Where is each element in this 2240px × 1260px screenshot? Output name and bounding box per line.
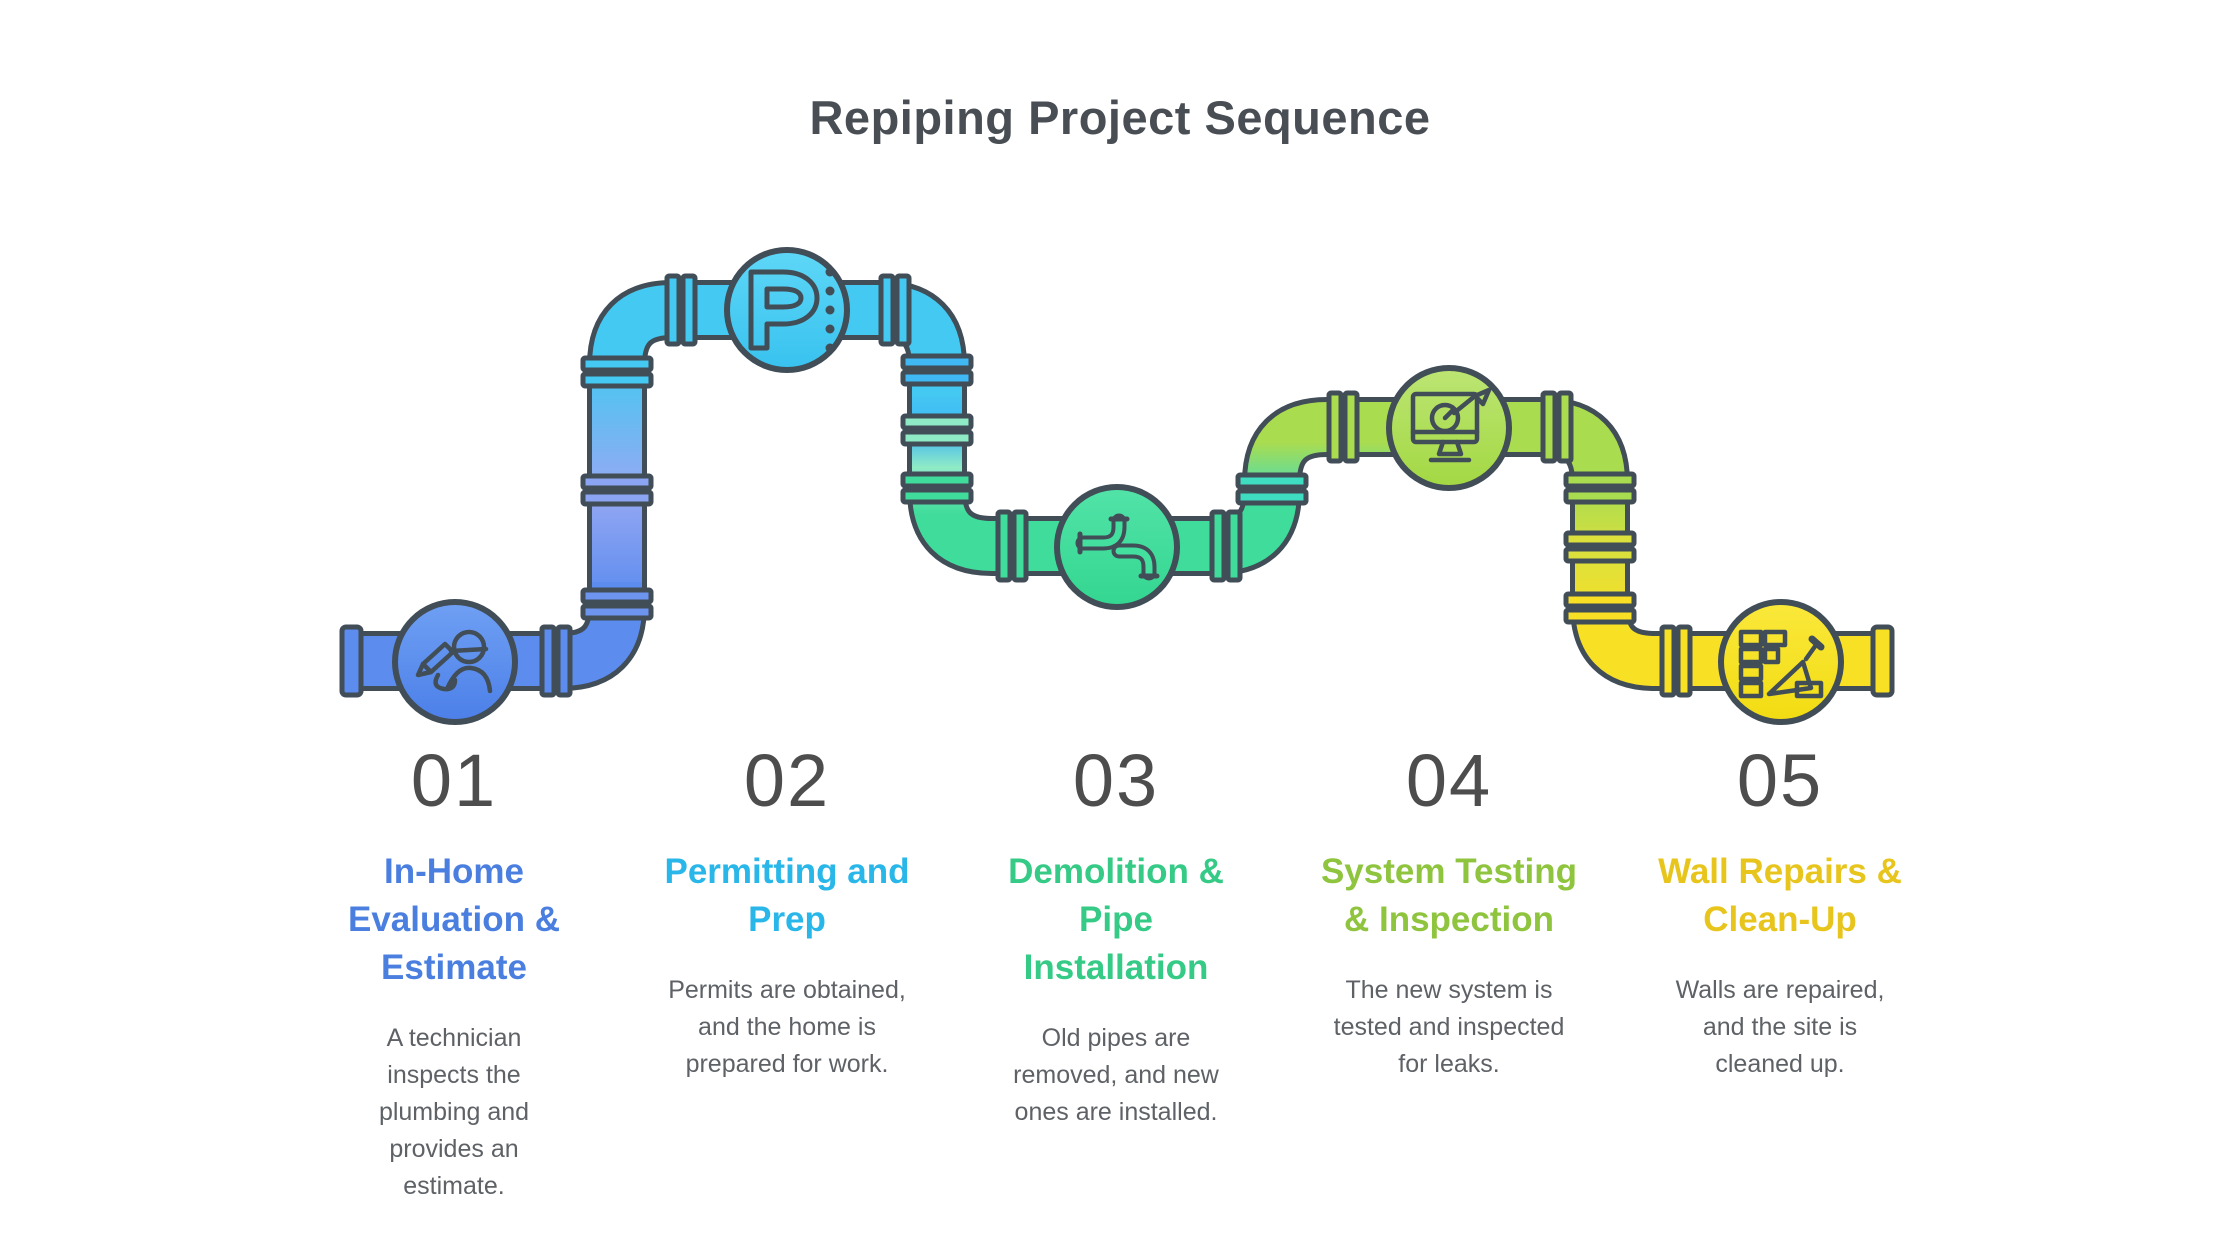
step-description: Permits are obtained, and the home is pr…	[668, 976, 906, 1078]
step-3-node	[1054, 484, 1180, 610]
step-5-node	[1718, 599, 1844, 725]
step-description: A technician inspects the plumbing and p…	[378, 1024, 530, 1200]
step-heading: In-Home Evaluation & Estimate	[348, 852, 560, 987]
step-number: 02	[743, 739, 831, 822]
page-title: Repiping Project Sequence	[809, 91, 1431, 144]
step-number: 04	[1405, 739, 1493, 822]
permit-icon	[748, 267, 835, 353]
step-description: Walls are repaired, and the site is clea…	[1675, 976, 1885, 1078]
step-description: The new system is tested and inspected f…	[1333, 976, 1565, 1078]
step-heading: Wall Repairs & Clean-Up	[1658, 852, 1902, 939]
step-number: 01	[410, 739, 498, 822]
wall-repair-icon	[1738, 629, 1825, 699]
pipe-end-flange	[1870, 624, 1895, 698]
step-2-column: 02 Permitting and Prep Permits are obtai…	[647, 742, 927, 1083]
step-heading: Demolition & Pipe Installation	[1008, 852, 1224, 987]
pipe-couplings	[539, 273, 1693, 698]
step-heading: Permitting and Prep	[664, 852, 910, 939]
step-number: 05	[1736, 739, 1824, 822]
technician-icon	[415, 629, 493, 694]
pipe-start-flange	[339, 624, 364, 698]
step-2-node	[724, 247, 850, 373]
pipes-icon	[1075, 513, 1160, 581]
step-4-column: 04 System Testing & Inspection The new s…	[1309, 742, 1589, 1083]
step-1-node	[392, 599, 518, 725]
step-5-column: 05 Wall Repairs & Clean-Up Walls are rep…	[1640, 742, 1920, 1083]
testing-monitor-icon	[1410, 387, 1492, 463]
step-4-node	[1386, 365, 1512, 491]
step-3-column: 03 Demolition & Pipe Installation Old pi…	[976, 742, 1256, 1131]
step-number: 03	[1072, 739, 1160, 822]
step-1-column: 01 In-Home Evaluation & Estimate A techn…	[314, 742, 594, 1205]
step-heading: System Testing & Inspection	[1320, 852, 1578, 939]
step-description: Old pipes are removed, and new ones are …	[1013, 1024, 1219, 1126]
